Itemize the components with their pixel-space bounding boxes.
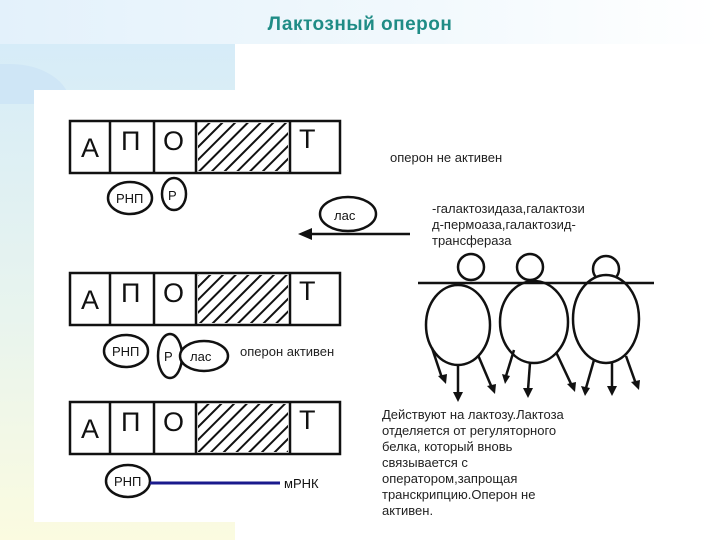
svg-text:оператором,запрощая: оператором,запрощая	[382, 471, 517, 486]
svg-text:Р: Р	[168, 188, 177, 203]
enzymes-line-1: -галактозидаза,галактози	[432, 201, 585, 216]
svg-text:О: О	[163, 278, 184, 308]
svg-text:А: А	[81, 414, 99, 444]
svg-text:активен.: активен.	[382, 503, 433, 518]
mrna-label: мРНК	[284, 476, 319, 491]
svg-text:транскрипцию.Оперон не: транскрипцию.Оперон не	[382, 487, 535, 502]
lactose-1: лас	[318, 195, 378, 233]
title-band	[0, 0, 720, 44]
svg-text:РНП: РНП	[114, 474, 141, 489]
svg-text:лас: лас	[190, 349, 212, 364]
rnp-2: РНП	[102, 333, 150, 369]
cell-operator: О	[163, 126, 184, 156]
svg-text:Т: Т	[299, 405, 316, 435]
repressor-1: Р	[160, 176, 188, 212]
svg-text:Р: Р	[164, 349, 173, 364]
svg-text:Т: Т	[299, 276, 316, 306]
enzyme-proteins	[418, 252, 654, 394]
structural-genes-hatched	[198, 404, 288, 452]
rnp-1: РНП	[106, 180, 154, 216]
operon-row-1: А П О Т	[68, 119, 342, 175]
final-explanation: Действуют на лактозу.Лактоза отделяется …	[382, 407, 565, 518]
cell-terminator: Т	[299, 124, 316, 154]
enzymes-line-2: д-пермоаза,галактозид-	[432, 217, 576, 232]
enzymes-line-3: трансфераза	[432, 233, 512, 248]
svg-text:связывается с: связывается с	[382, 455, 468, 470]
structural-genes-hatched	[198, 275, 288, 323]
cell-promoter-p: П	[121, 126, 140, 156]
svg-text:П: П	[121, 278, 140, 308]
svg-text:П: П	[121, 407, 140, 437]
rnp-3: РНП	[104, 463, 152, 499]
state-label-inactive: оперон не активен	[390, 150, 502, 165]
slide-title: Лактозный оперон	[267, 14, 453, 35]
enzyme-arrowheads	[438, 374, 640, 402]
cell-promoter-a: А	[81, 133, 99, 163]
operon-row-3: А П О Т	[68, 400, 342, 456]
svg-text:белка, который вновь: белка, который вновь	[382, 439, 513, 454]
svg-text:Действуют на лактозу.Лактоза: Действуют на лактозу.Лактоза	[382, 407, 565, 422]
repressor-lactose-complex: Р лас	[156, 332, 230, 380]
svg-text:А: А	[81, 285, 99, 315]
svg-text:лас: лас	[334, 208, 356, 223]
operon-row-2: А П О Т	[68, 271, 342, 327]
svg-text:отделяется от регуляторного: отделяется от регуляторного	[382, 423, 556, 438]
lactose-entry-arrow	[298, 228, 410, 240]
svg-text:РНП: РНП	[112, 344, 139, 359]
state-label-active: оперон активен	[240, 344, 334, 359]
structural-genes-hatched	[198, 123, 288, 171]
svg-text:О: О	[163, 407, 184, 437]
svg-text:РНП: РНП	[116, 191, 143, 206]
